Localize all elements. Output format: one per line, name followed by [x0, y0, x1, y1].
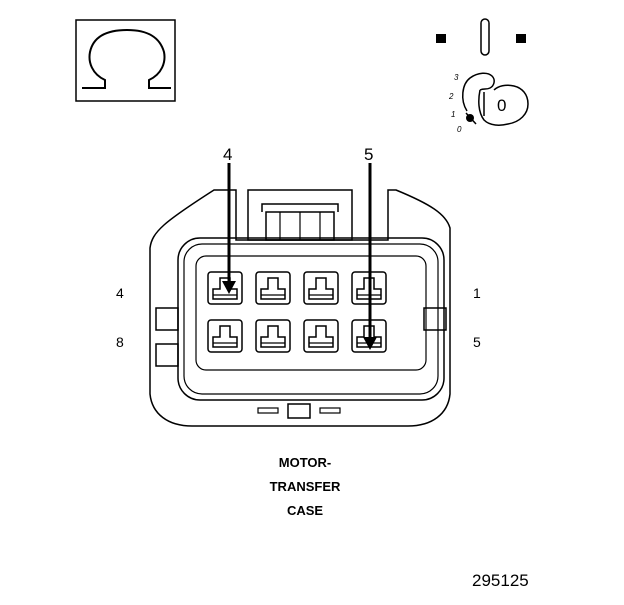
- pin-label-bottom-left: 8: [116, 334, 124, 350]
- callout-arrow-left: [222, 163, 236, 294]
- callout-label-left: 4: [223, 145, 233, 164]
- ignition-position-0: 0: [457, 125, 462, 134]
- pin-cavity: [303, 319, 339, 353]
- connector-8-pin-icon: [149, 189, 451, 427]
- pin-label-bottom-right: 5: [473, 334, 481, 350]
- ohm-icon: [75, 19, 176, 102]
- ignition-position-3: 3: [454, 73, 459, 82]
- figure-number: 295125: [472, 571, 529, 590]
- pin-label-top-right: 1: [473, 285, 481, 301]
- callout-label-right: 5: [364, 145, 374, 164]
- pin-cavities: [207, 271, 387, 353]
- ignition-position-2: 2: [449, 92, 454, 101]
- pin-cavity: [207, 271, 243, 305]
- pin-cavity: [303, 271, 339, 305]
- pin-cavity: [207, 319, 243, 353]
- pin-label-top-left: 4: [116, 285, 124, 301]
- ignition-position-1: 1: [451, 110, 456, 119]
- connector-caption-line2: TRANSFER: [269, 479, 341, 494]
- ignition-key-label: 0: [497, 96, 507, 115]
- callout-arrow-right: [363, 163, 377, 350]
- connector-caption-line3: CASE: [286, 503, 324, 518]
- ignition-key-icon: [436, 18, 529, 126]
- pin-cavity: [255, 319, 291, 353]
- connector-caption-line1: MOTOR-: [278, 455, 332, 470]
- pin-cavity: [255, 271, 291, 305]
